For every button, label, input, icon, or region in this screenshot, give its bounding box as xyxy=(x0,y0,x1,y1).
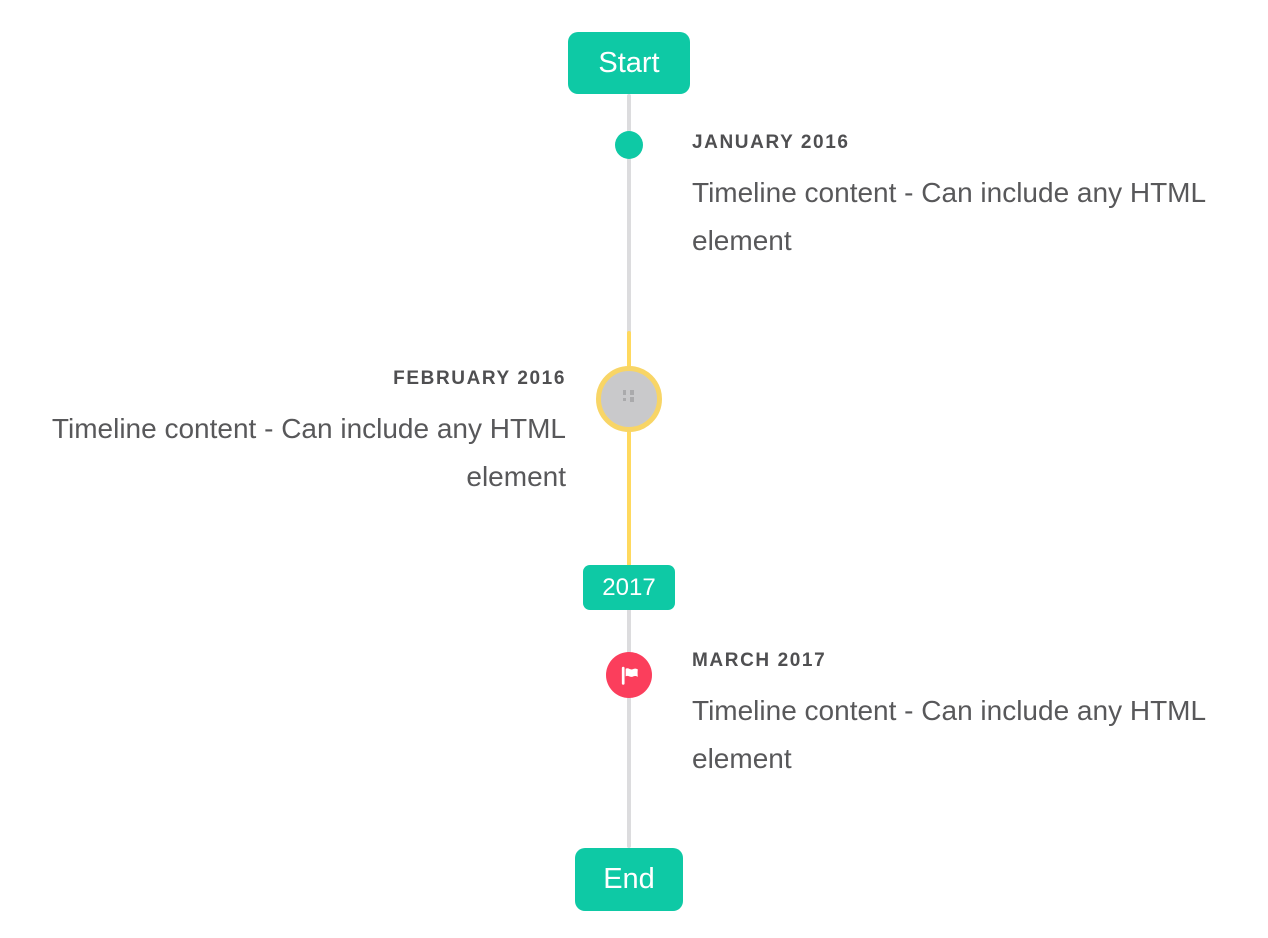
timeline-year-label: 2017 xyxy=(602,573,656,601)
timeline-year-badge: 2017 xyxy=(583,565,675,610)
timeline-end-label: End xyxy=(603,863,655,895)
entry-title-march: MARCH 2017 xyxy=(692,650,827,671)
timeline-start-badge: Start xyxy=(568,32,690,94)
broken-image-icon xyxy=(620,388,639,410)
marker-january-dot xyxy=(615,131,643,159)
timeline-start-label: Start xyxy=(598,46,660,79)
timeline-line-highlighted-segment xyxy=(627,331,631,567)
entry-title-february: FEBRUARY 2016 xyxy=(393,368,566,389)
entry-content-march: Timeline content - Can include any HTML … xyxy=(692,695,1206,774)
timeline-entry-march: MARCH 2017 Timeline content - Can includ… xyxy=(692,650,1232,783)
timeline-entry-january: JANUARY 2016 Timeline content - Can incl… xyxy=(692,132,1232,265)
entry-content-february: Timeline content - Can include any HTML … xyxy=(51,413,566,492)
marker-february-image-circle xyxy=(596,366,662,432)
flag-icon xyxy=(616,662,643,689)
timeline-entry-february: FEBRUARY 2016 Timeline content - Can inc… xyxy=(40,368,566,501)
marker-march-flag-circle xyxy=(606,652,652,698)
timeline-end-badge: End xyxy=(575,848,683,911)
entry-content-january: Timeline content - Can include any HTML … xyxy=(692,177,1206,256)
entry-title-january: JANUARY 2016 xyxy=(692,132,850,153)
